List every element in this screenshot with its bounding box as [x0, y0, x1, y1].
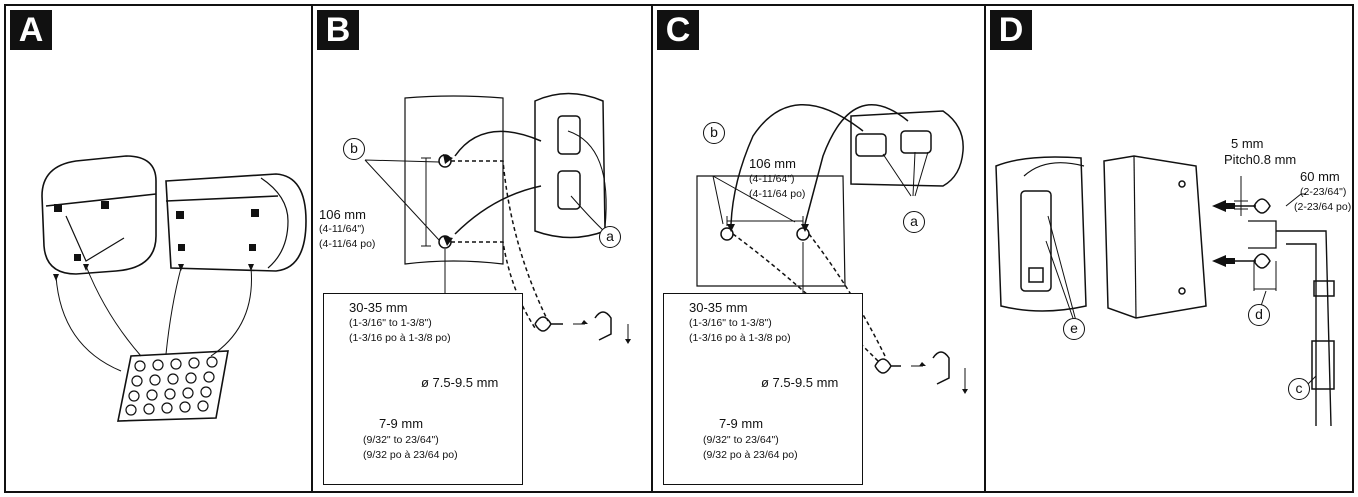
speaker-right	[165, 173, 307, 272]
spacing-label-in: (4-11/64")	[319, 223, 365, 235]
foot-pad-sheet	[117, 350, 229, 422]
speaker-left	[41, 155, 157, 275]
detail-box	[663, 293, 863, 485]
gap-label-mm: 7-9 mm	[379, 416, 424, 431]
length-label-in: (2-23/64")	[1300, 186, 1347, 198]
gap-label-in: (9/32" to 23/64")	[703, 434, 779, 446]
screw-pitch-label: Pitch0.8 mm	[1224, 152, 1297, 167]
speaker-back	[850, 110, 964, 187]
callout-e: e	[1063, 318, 1085, 340]
callout-a: a	[599, 226, 621, 248]
callout-c: c	[1288, 378, 1310, 400]
panel-c: C	[651, 6, 984, 491]
panel-d-badge: D	[990, 10, 1032, 50]
gap-label-mm: 7-9 mm	[719, 416, 764, 431]
callout-a: a	[903, 211, 925, 233]
speaker-back	[534, 92, 606, 239]
callout-d: d	[1248, 304, 1270, 326]
screw-size-label: 5 mm	[1231, 136, 1264, 151]
detail-box	[323, 293, 523, 485]
panel-c-badge: C	[657, 10, 699, 50]
length-label-po: (2-23/64 po)	[1294, 201, 1352, 213]
panel-a-badge: A	[10, 10, 52, 50]
depth-label-po: (1-3/16 po à 1-3/8 po)	[689, 332, 791, 344]
depth-label-in: (1-3/16" to 1-3/8")	[689, 317, 772, 329]
gap-label-po: (9/32 po à 23/64 po)	[703, 449, 798, 461]
panel-a: A	[6, 6, 311, 491]
diameter-label: ø 7.5-9.5 mm	[761, 375, 839, 390]
panel-a-illustration	[41, 155, 307, 422]
callout-b: b	[703, 122, 725, 144]
spacing-label-in: (4-11/64")	[749, 173, 795, 185]
callout-b: b	[343, 138, 365, 160]
panel-d: D	[984, 6, 1352, 491]
diameter-label: ø 7.5-9.5 mm	[421, 375, 499, 390]
gap-label-po: (9/32 po à 23/64 po)	[363, 449, 458, 461]
speaker-back	[995, 156, 1087, 312]
instruction-diagram: A	[4, 4, 1354, 493]
spacing-label-mm: 106 mm	[749, 156, 796, 171]
spacing-label-po: (4-11/64 po)	[319, 238, 376, 250]
depth-label-in: (1-3/16" to 1-3/8")	[349, 317, 432, 329]
depth-label-mm: 30-35 mm	[349, 300, 408, 315]
gap-label-in: (9/32" to 23/64")	[363, 434, 439, 446]
spacing-label-po: (4-11/64 po)	[749, 188, 806, 200]
spacing-label-mm: 106 mm	[319, 207, 366, 222]
depth-label-po: (1-3/16 po à 1-3/8 po)	[349, 332, 451, 344]
panel-b: B	[311, 6, 651, 491]
panel-b-badge: B	[317, 10, 359, 50]
depth-label-mm: 30-35 mm	[689, 300, 748, 315]
length-label-mm: 60 mm	[1300, 169, 1340, 184]
speaker-body	[1103, 155, 1207, 319]
wall-plane	[404, 95, 504, 265]
panel-d-illustration	[995, 155, 1335, 427]
